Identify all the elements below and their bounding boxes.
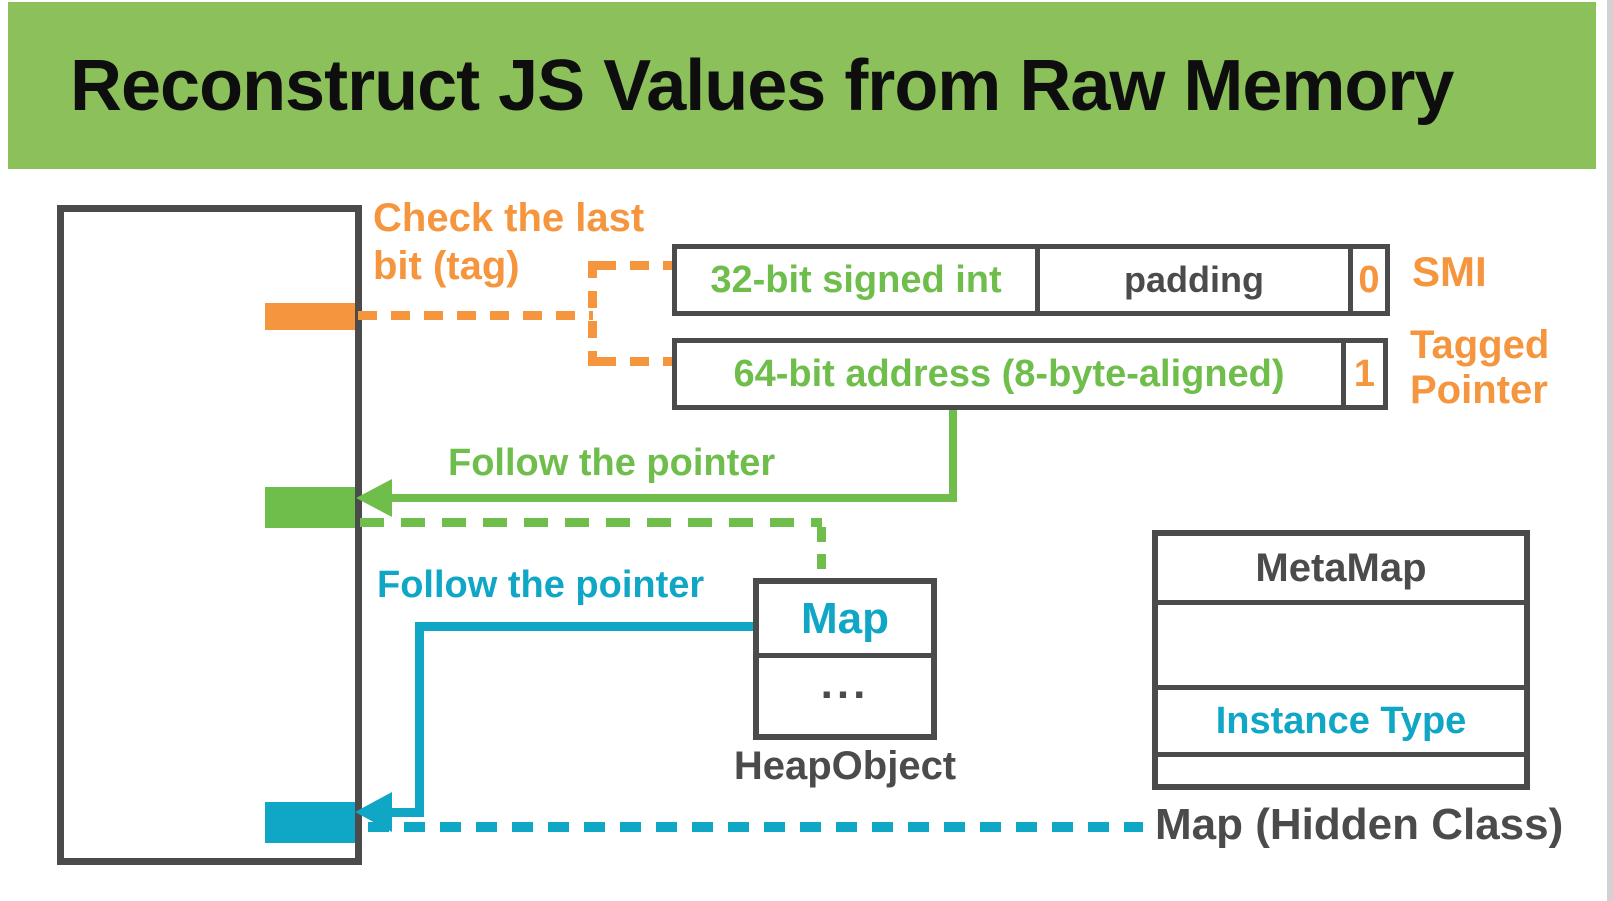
map-hidden-class-caption: Map (Hidden Class) bbox=[1155, 800, 1564, 849]
tagged-pointer-label-line1: Tagged bbox=[1410, 323, 1550, 367]
smi-padding-cell: padding bbox=[1035, 249, 1348, 311]
check-tag-line2: bit (tag) bbox=[373, 244, 520, 288]
smi-tag-bit-text: 0 bbox=[1358, 258, 1380, 301]
smi-row-label: SMI bbox=[1412, 248, 1487, 295]
tagged-value-text: 64-bit address (8-byte-aligned) bbox=[733, 352, 1285, 395]
cyan-pointer-line-stub bbox=[390, 808, 424, 817]
green-pointer-line-horizontal bbox=[388, 494, 957, 502]
check-tag-line1: Check the last bbox=[373, 196, 645, 240]
smi-padding-text: padding bbox=[1124, 259, 1264, 300]
metamap-title-cell: MetaMap bbox=[1158, 536, 1524, 605]
heap-object-map-cell: Map bbox=[759, 584, 931, 658]
metamap-instance-type-text: Instance Type bbox=[1215, 699, 1467, 742]
smi-layout-row: 32-bit signed int padding 0 bbox=[672, 244, 1390, 316]
heap-object-box: Map ... bbox=[753, 578, 937, 740]
metamap-box: MetaMap Instance Type bbox=[1152, 530, 1530, 790]
cyan-pointer-line-vertical bbox=[415, 622, 424, 817]
orange-dashed-line-to-smi bbox=[597, 261, 672, 270]
green-dashed-line-to-heapobject bbox=[817, 527, 826, 578]
orange-dashed-line-to-pointer bbox=[597, 357, 672, 366]
memory-slot-orange-smi bbox=[265, 303, 355, 330]
green-arrowhead-left-icon bbox=[356, 479, 392, 517]
memory-slot-cyan-map-pointer bbox=[265, 802, 355, 843]
heap-object-rest-text: ... bbox=[820, 659, 870, 708]
tagged-pointer-label-line2: Pointer bbox=[1410, 368, 1548, 412]
cyan-pointer-line-horizontal bbox=[415, 622, 753, 631]
cyan-dashed-line-to-map-label bbox=[368, 822, 1143, 832]
metamap-empty-cell-2 bbox=[1158, 757, 1524, 784]
orange-dashed-line-main bbox=[358, 311, 593, 320]
heap-object-map-text: Map bbox=[801, 593, 889, 643]
smi-value-cell: 32-bit signed int bbox=[677, 249, 1035, 311]
heap-object-caption: HeapObject bbox=[733, 744, 957, 788]
header-banner: Reconstruct JS Values from Raw Memory bbox=[8, 2, 1596, 169]
metamap-empty-cell-1 bbox=[1158, 605, 1524, 690]
smi-value-text: 32-bit signed int bbox=[710, 258, 1002, 301]
green-pointer-line-vertical bbox=[949, 410, 957, 502]
tagged-pointer-row-label: Tagged Pointer bbox=[1410, 323, 1549, 413]
follow-pointer-green-label: Follow the pointer bbox=[448, 442, 776, 484]
page-title: Reconstruct JS Values from Raw Memory bbox=[70, 45, 1454, 126]
screen-edge-strip bbox=[1607, 0, 1613, 901]
heap-object-rest-cell: ... bbox=[759, 658, 931, 734]
tagged-tag-bit-cell: 1 bbox=[1341, 343, 1383, 405]
metamap-instance-type-cell: Instance Type bbox=[1158, 690, 1524, 757]
orange-dashed-line-stem bbox=[588, 261, 597, 366]
smi-tag-bit-cell: 0 bbox=[1348, 249, 1385, 311]
green-dashed-line-horizontal bbox=[360, 518, 822, 527]
memory-slot-green-pointer bbox=[265, 487, 355, 528]
metamap-title-text: MetaMap bbox=[1255, 545, 1427, 590]
tagged-tag-bit-text: 1 bbox=[1353, 352, 1376, 395]
follow-pointer-cyan-label: Follow the pointer bbox=[377, 564, 705, 606]
tagged-value-cell: 64-bit address (8-byte-aligned) bbox=[677, 343, 1341, 405]
tagged-pointer-layout-row: 64-bit address (8-byte-aligned) 1 bbox=[672, 338, 1388, 410]
check-tag-label: Check the last bit (tag) bbox=[373, 194, 644, 290]
